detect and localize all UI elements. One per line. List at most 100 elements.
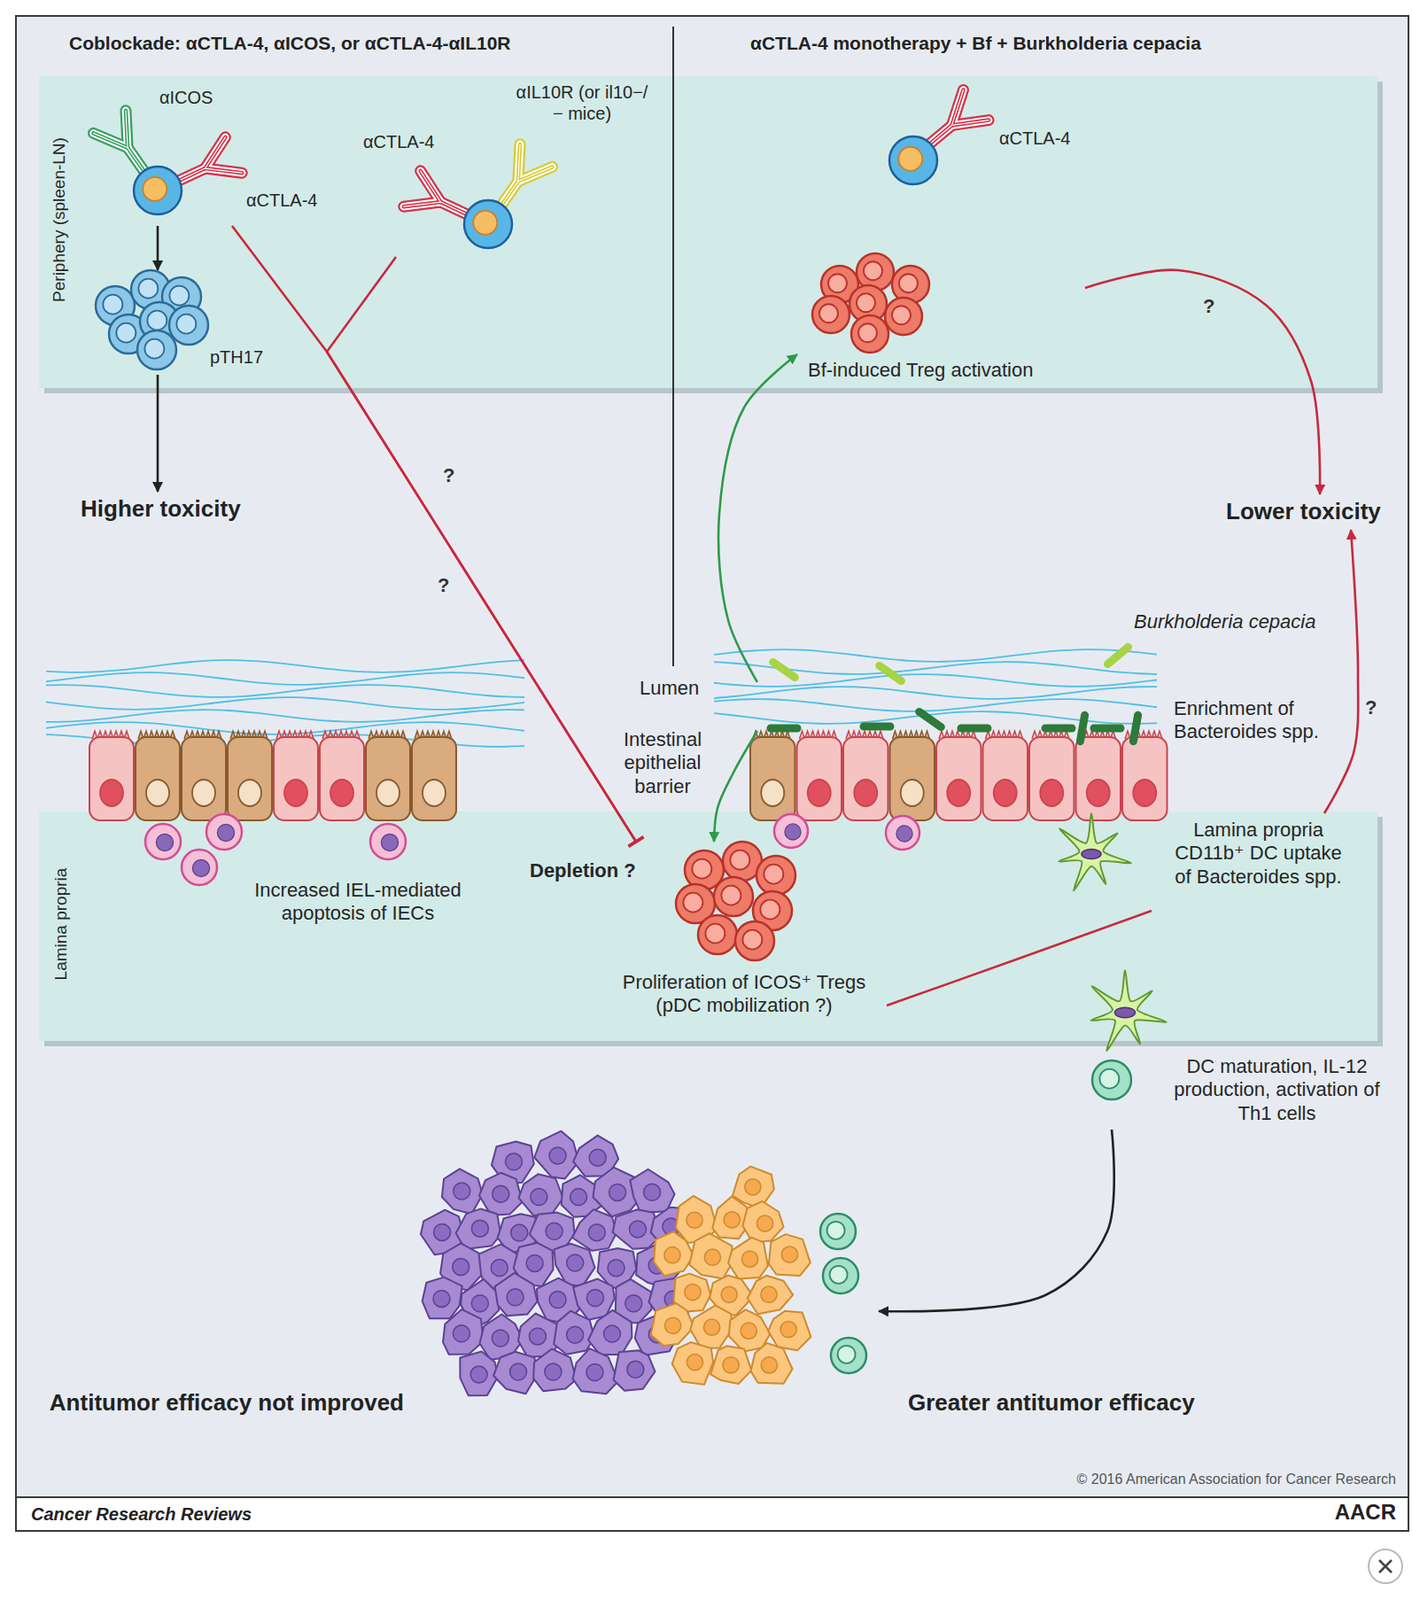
iel-nucleus [784, 823, 801, 840]
iel-group: Increased IEL-mediated apoptosis of IECs [132, 807, 483, 930]
bacterium [773, 661, 796, 677]
cell-nucleus [142, 177, 167, 202]
epithelial-cell [936, 737, 982, 821]
epithelial-nucleus [1039, 779, 1063, 807]
dendritic-cell-body [1091, 969, 1167, 1051]
tumor-nucleus [511, 1224, 528, 1242]
antibody-stripe [205, 168, 243, 173]
cell-nucleus [892, 305, 911, 325]
tumor-cell [588, 1310, 632, 1355]
antibody-stripe [205, 137, 226, 169]
tumor-nucleus [452, 1325, 470, 1343]
cell-nucleus [721, 885, 741, 906]
cell-nucleus [1099, 1069, 1119, 1089]
tumor-cell [653, 1231, 694, 1276]
antibody-stripe [952, 120, 990, 126]
antibody-stripe [518, 144, 520, 182]
tumor-cell [534, 1131, 579, 1180]
iel-nucleus [192, 859, 210, 877]
tumor-cell [493, 1351, 537, 1395]
tumor-cell [747, 1275, 793, 1314]
panel-heading: αCTLA-4 monotherapy + Bf + Burkholderia … [750, 31, 1202, 55]
treg-cluster: Bf-induced Treg activation [797, 252, 1086, 390]
epithelial-nucleus [284, 779, 308, 807]
antibody-stripe [440, 201, 466, 215]
cell-nucleus [830, 1265, 848, 1284]
tumor-nucleus [586, 1288, 604, 1306]
iel-nucleus [380, 833, 398, 851]
iel-nucleus [155, 833, 173, 851]
cell-nucleus [169, 286, 189, 306]
arrow-connector [1324, 529, 1358, 814]
epithelial-cell [1029, 737, 1075, 821]
antibody-stripe [502, 181, 519, 205]
epithelial-nucleus [146, 779, 170, 807]
node-label: pTH17 [209, 346, 264, 368]
tumor-nucleus [609, 1183, 627, 1201]
cell-nucleus [176, 314, 196, 334]
bacterium [879, 665, 902, 681]
footer-rule [15, 1496, 1409, 1498]
tumor-nucleus [664, 1247, 681, 1264]
tumor-cell [768, 1311, 811, 1350]
tumor-nucleus [686, 1353, 703, 1370]
node-label: Enrichment of Bacteroides spp. [1173, 697, 1338, 745]
epithelial-cell [181, 737, 226, 821]
tumor-nucleus [744, 1179, 761, 1195]
epithelial-cell [411, 737, 457, 821]
cell-body [892, 265, 930, 303]
epithelial-nucleus [238, 779, 262, 807]
antibody-stripe [420, 170, 442, 202]
illustration [409, 1132, 879, 1416]
antibody-stripe [420, 170, 442, 202]
treg-cluster: Proliferation of ICOS⁺ Tregs (pDC mobili… [602, 841, 887, 1032]
tumor-cell [728, 1237, 769, 1280]
epithelial-nucleus [993, 779, 1017, 807]
epithelial-cell [319, 737, 365, 821]
antibody-stripe [952, 89, 964, 125]
tumor-nucleus [471, 1219, 489, 1237]
antibody-stripe [952, 120, 990, 126]
epithelial-cell [365, 737, 411, 821]
antibody-stripe [420, 170, 442, 202]
antibody-cell: αICOSαCTLA-4 [88, 79, 342, 226]
edge-label: ? [1365, 696, 1377, 720]
dendritic-cell-nucleus [1081, 848, 1102, 859]
cell-body [820, 1213, 856, 1250]
region-label: Lumen [639, 676, 699, 700]
tumor-cell [456, 1208, 502, 1250]
cell-nucleus [819, 303, 838, 323]
cell-body [884, 297, 923, 335]
node-label: Antitumor efficacy not improved [36, 1388, 404, 1417]
tumor-cell [742, 1201, 784, 1242]
tumor-cell [459, 1350, 498, 1396]
region-label: Intestinal epithelial barrier [620, 728, 706, 799]
mucus-strand [713, 674, 1157, 687]
tumor-nucleus [545, 1222, 563, 1240]
cell-nucleus [763, 864, 784, 885]
antibody-stripe [930, 124, 953, 144]
mucus-strand [46, 672, 525, 685]
arrow-connector [713, 730, 758, 842]
epithelial-cell [750, 737, 796, 821]
antibody-stripe [403, 201, 442, 207]
cell-body [756, 855, 796, 895]
cell-nucleus [858, 323, 877, 342]
antibody-stripe [125, 110, 128, 148]
epithelial-nucleus [1086, 779, 1110, 807]
bacterium [1132, 714, 1138, 742]
tumor-cell [629, 1169, 675, 1213]
tumor-nucleus [490, 1259, 508, 1277]
tumor-nucleus [491, 1329, 509, 1347]
cell-nucleus [116, 323, 136, 343]
cell-nucleus [760, 899, 780, 920]
tumor-nucleus [643, 1183, 661, 1201]
cell-nucleus [682, 892, 703, 913]
panel-heading: Coblockade: αCTLA-4, αICOS, or αCTLA-4-α… [69, 31, 512, 55]
tumor-nucleus [530, 1188, 548, 1206]
antibody-stripe [420, 170, 442, 202]
iel-cell [181, 849, 218, 885]
tumor-nucleus [684, 1283, 701, 1300]
cell-nucleus [138, 279, 158, 299]
